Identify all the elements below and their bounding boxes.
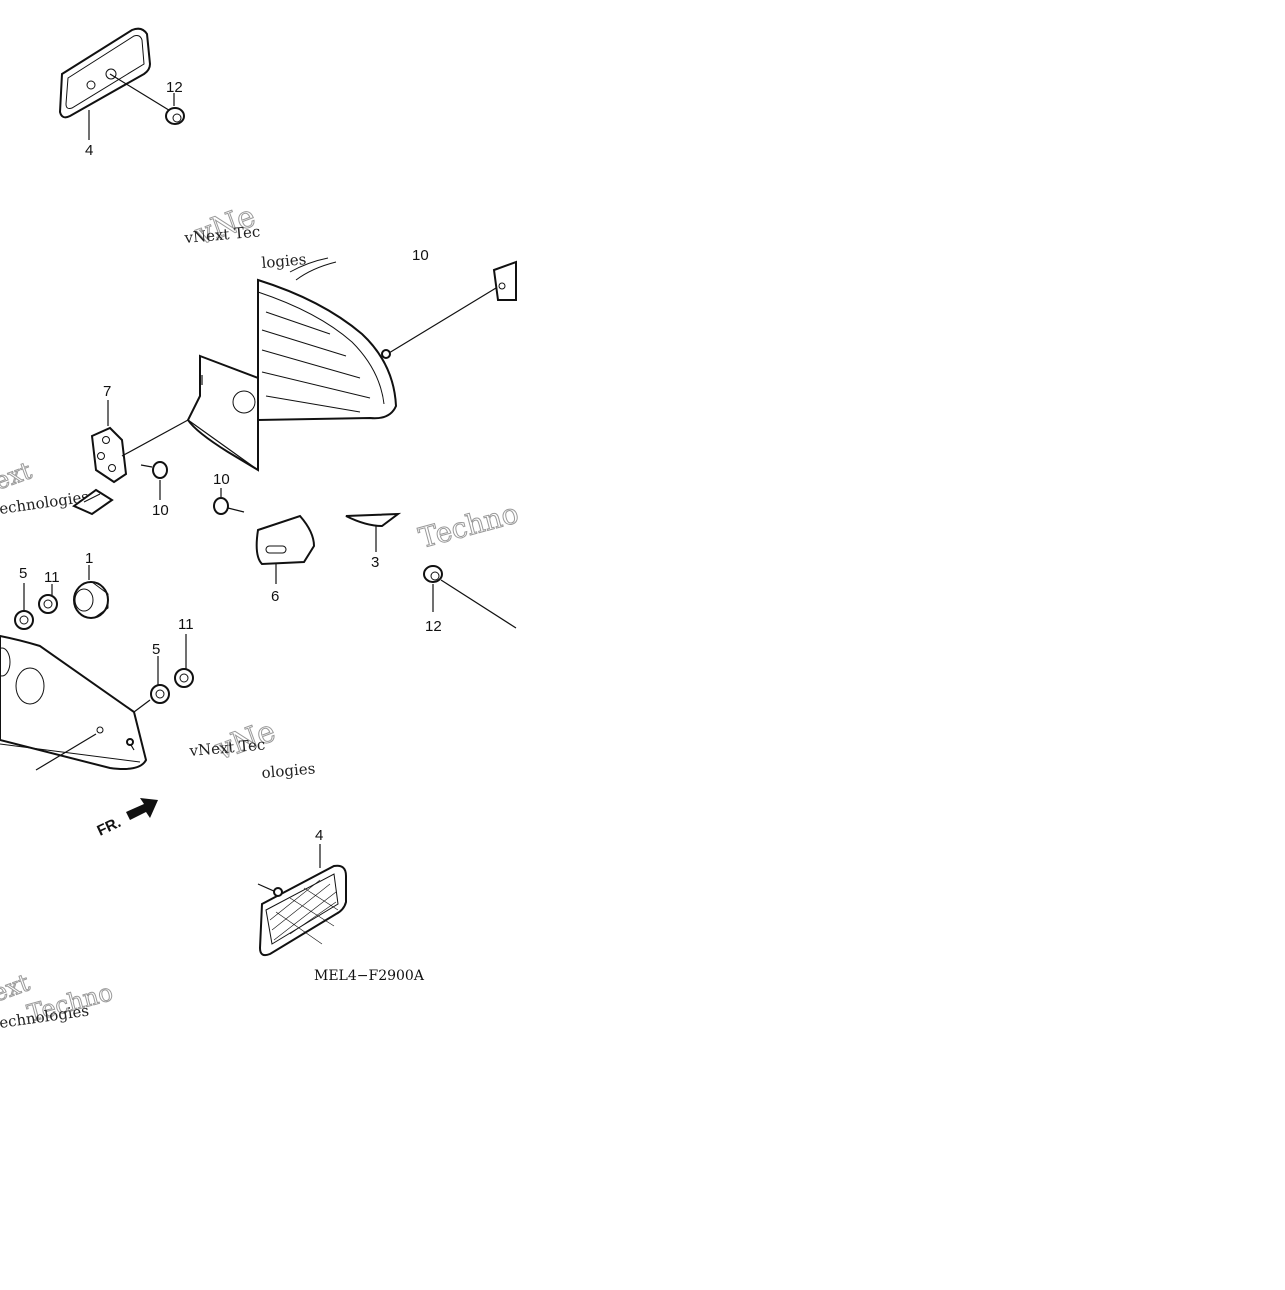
grommet-1 [73, 565, 109, 619]
callout-1: 1 [85, 550, 93, 567]
taillight-housing-edge [186, 354, 259, 472]
callout-7: 7 [103, 383, 111, 400]
watermark-techno-c: echnologies [0, 488, 90, 518]
callout-10-left: 10 [152, 502, 169, 519]
callout-11-a: 11 [44, 569, 60, 586]
rear-fender-housing [0, 634, 148, 771]
callout-10-partial: 10 [412, 247, 429, 264]
watermark-brand-b: vNext Tec [188, 735, 266, 760]
reflector-bottom [257, 844, 347, 957]
flange-nut-bottom [423, 565, 517, 629]
callout-3: 3 [371, 554, 379, 571]
callout-11-b: 11 [178, 616, 194, 633]
license-bracket-6 [255, 514, 316, 584]
tail-lens [257, 257, 497, 422]
watermark-techno-e: logies [261, 250, 307, 272]
nut-11-a [38, 584, 58, 614]
callout-4-bottom: 4 [315, 827, 323, 844]
direction-label: FR. [95, 814, 124, 840]
front-direction-arrow: FR. [95, 798, 158, 840]
screw-10-left [140, 461, 168, 500]
callout-5-a: 5 [19, 565, 27, 582]
collar-5-b [133, 656, 170, 713]
callout-10-right: 10 [213, 471, 230, 488]
callout-12-bottom: 12 [425, 618, 442, 635]
callout-6: 6 [271, 588, 279, 605]
flange-nut-top [165, 93, 185, 125]
mounting-bracket-7 [90, 400, 189, 484]
lens-bracket [492, 260, 517, 301]
reflector-top [58, 27, 173, 140]
screw-10-right [213, 488, 245, 515]
wire-connector [72, 488, 114, 516]
watermark-techno-a: Techno [415, 497, 522, 555]
nut-11-b [174, 634, 194, 688]
callout-4-top: 4 [85, 142, 93, 159]
diagram-code: MEL4−F2900A [314, 968, 425, 984]
callout-12-top: 12 [166, 79, 183, 96]
callout-5-b: 5 [152, 641, 160, 658]
part-3 [345, 512, 402, 552]
collar-5-a [14, 583, 34, 630]
watermark-ologies: ologies [261, 759, 316, 782]
watermark-big-c: ext [0, 456, 36, 495]
